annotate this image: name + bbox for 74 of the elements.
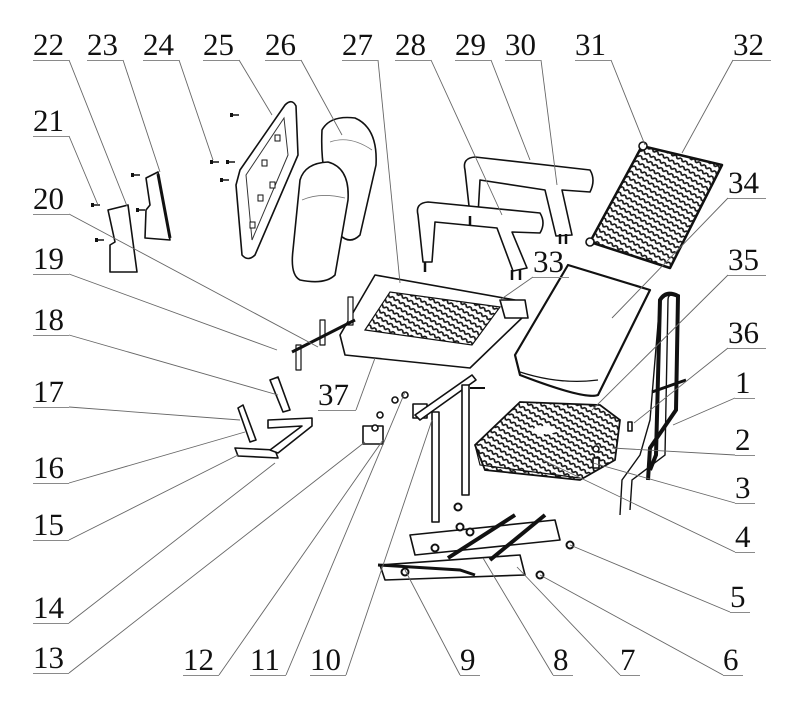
leader-line (490, 60, 530, 160)
leader-line (346, 420, 432, 676)
leader-line (404, 570, 460, 676)
callout-number: 27 (342, 30, 378, 61)
callout-number: 34 (728, 168, 766, 199)
callout-number: 23 (87, 30, 123, 61)
leader-line (430, 60, 502, 216)
leader-line (68, 60, 128, 206)
callout-number: 31 (575, 30, 611, 61)
callout-number: 2 (735, 425, 755, 456)
leader-line (68, 214, 318, 348)
leader-line (612, 198, 728, 318)
leader-line (68, 462, 276, 624)
leader-line (356, 358, 376, 410)
leader-line (540, 574, 724, 676)
leader-line (634, 348, 728, 424)
leader-line (482, 558, 554, 676)
callout-number: 4 (735, 522, 755, 553)
leader-line (300, 60, 342, 136)
callout-number: 10 (310, 645, 346, 676)
leader-line (68, 136, 98, 206)
leader-line (218, 440, 384, 676)
callout-number: 35 (728, 245, 766, 276)
callout-number: 20 (33, 184, 69, 215)
leader-line (122, 60, 160, 172)
leader-line (68, 334, 278, 396)
callout-number: 9 (460, 645, 480, 676)
callout-number: 12 (183, 645, 219, 676)
leader-line (610, 60, 646, 146)
callout-number: 25 (203, 30, 239, 61)
leader-line (682, 60, 734, 154)
leader-line (672, 398, 736, 426)
leader-line (592, 274, 728, 410)
callout-number: 21 (33, 106, 69, 137)
callout-number: 1 (735, 368, 755, 399)
callout-number: 13 (33, 643, 69, 674)
leader-line (592, 462, 736, 504)
callout-number: 5 (730, 582, 750, 613)
callout-number: 17 (33, 377, 69, 408)
leader-line (516, 566, 620, 676)
leader-line (286, 392, 406, 676)
callout-number: 24 (143, 30, 179, 61)
callout-number: 32 (733, 30, 771, 61)
callout-number: 26 (265, 30, 301, 61)
callout-number: 29 (455, 30, 491, 61)
callout-number: 16 (33, 453, 69, 484)
callout-number: 37 (318, 380, 356, 411)
callout-number: 18 (33, 305, 69, 336)
callout-number: 22 (33, 30, 69, 61)
leader-line (378, 60, 400, 284)
callout-number: 8 (553, 645, 573, 676)
leader-line (178, 60, 214, 160)
leader-line (68, 274, 278, 350)
callout-number: 6 (723, 645, 743, 676)
callout-number: 7 (620, 645, 640, 676)
callout-number: 15 (33, 510, 69, 541)
callout-number: 36 (728, 318, 766, 349)
callout-number: 19 (33, 244, 69, 275)
leader-line (68, 442, 366, 674)
leader-line (238, 60, 272, 116)
callout-number: 33 (533, 247, 569, 278)
leader-line (500, 276, 534, 300)
leader-line (570, 544, 730, 612)
leader-line (68, 406, 240, 420)
callout-number: 30 (505, 30, 541, 61)
callout-number: 3 (735, 473, 755, 504)
leader-line (612, 448, 736, 456)
leader-line (540, 60, 558, 186)
leader-line (68, 432, 246, 484)
callout-number: 28 (395, 30, 431, 61)
leader-line (68, 454, 238, 540)
callout-number: 14 (33, 593, 69, 624)
leader-line (542, 460, 736, 552)
callout-number: 11 (250, 645, 286, 676)
